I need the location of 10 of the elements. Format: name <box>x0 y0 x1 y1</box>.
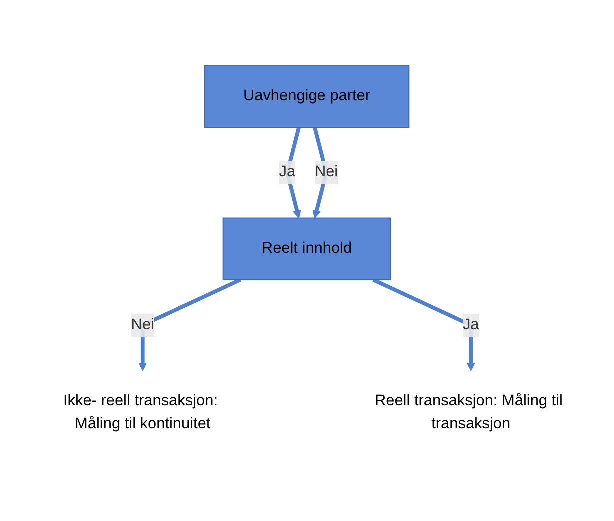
node-text: Ikke- reell transaksjon: Måling til kontinuitet <box>63 392 218 432</box>
edge-label: Ja <box>462 316 480 333</box>
arrow <box>372 278 476 371</box>
edge-label: Nei <box>131 316 154 333</box>
edge-label: Ja <box>279 164 296 180</box>
edge-label: Nei <box>314 164 338 180</box>
node-box: Reelt innhold <box>222 218 392 280</box>
arrow <box>138 278 242 371</box>
node-box: Uavhengige parter <box>204 65 410 128</box>
node-text: Reell transaksjon: Måling til transaksjon <box>374 392 563 432</box>
